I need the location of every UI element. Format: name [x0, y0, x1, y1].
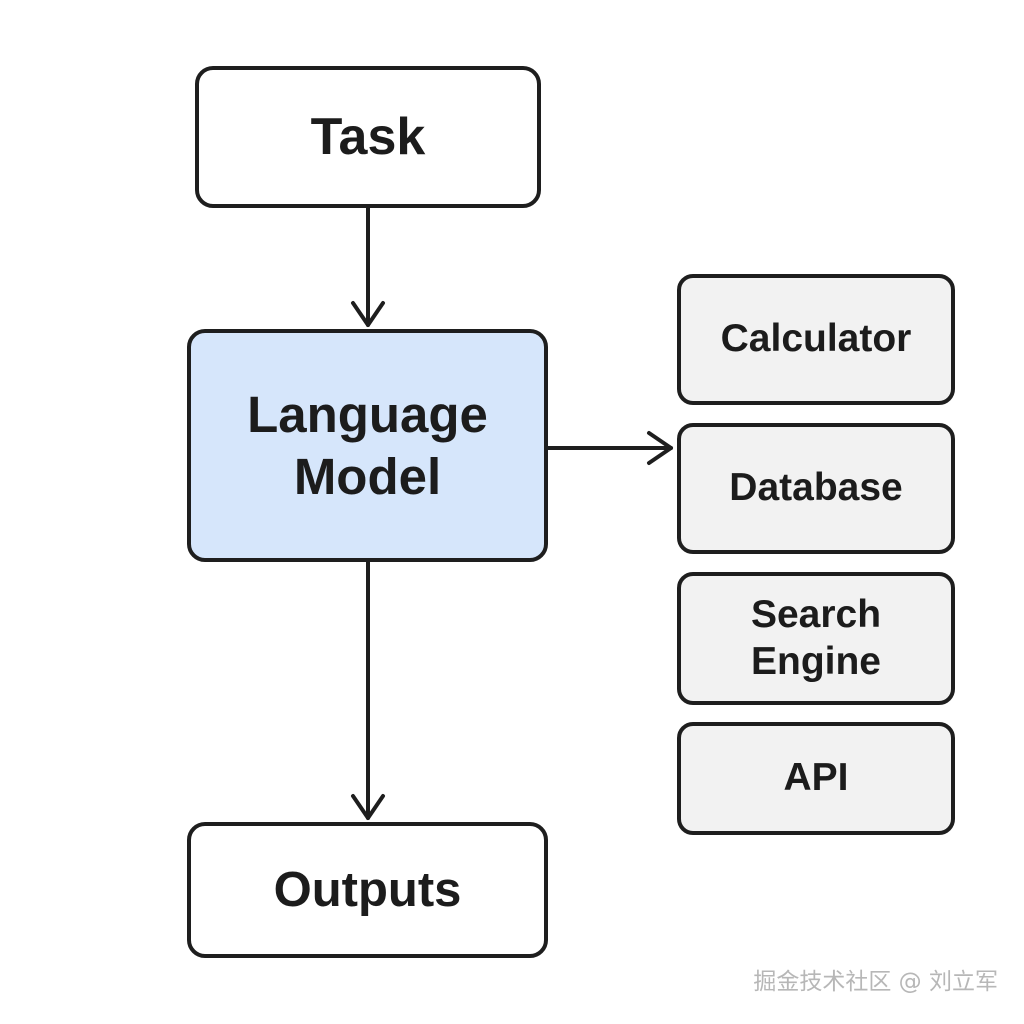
arrow-model-to-tools [546, 431, 673, 465]
api-label: API [783, 756, 849, 800]
task-node: Task [195, 66, 541, 208]
database-label: Database [729, 466, 903, 510]
arrow-model-to-outputs [351, 560, 385, 820]
language-model-node: Language Model [187, 329, 548, 562]
tool-api: API [677, 722, 955, 835]
calculator-label: Calculator [720, 317, 912, 361]
tool-calculator: Calculator [677, 274, 955, 405]
language-model-label-line-1: Language [247, 386, 488, 444]
language-model-label-line-2: Model [293, 447, 442, 505]
search-engine-label-line-2: Engine [750, 639, 881, 683]
watermark-text: 掘金技术社区 @ 刘立军 [753, 969, 998, 995]
tool-search-engine: Search Engine [677, 572, 955, 705]
task-label: Task [310, 107, 426, 166]
outputs-label: Outputs [273, 862, 462, 917]
arrow-task-to-model [351, 206, 385, 327]
tool-database: Database [677, 423, 955, 554]
search-engine-label-line-1: Search [750, 592, 882, 636]
outputs-node: Outputs [187, 822, 548, 958]
